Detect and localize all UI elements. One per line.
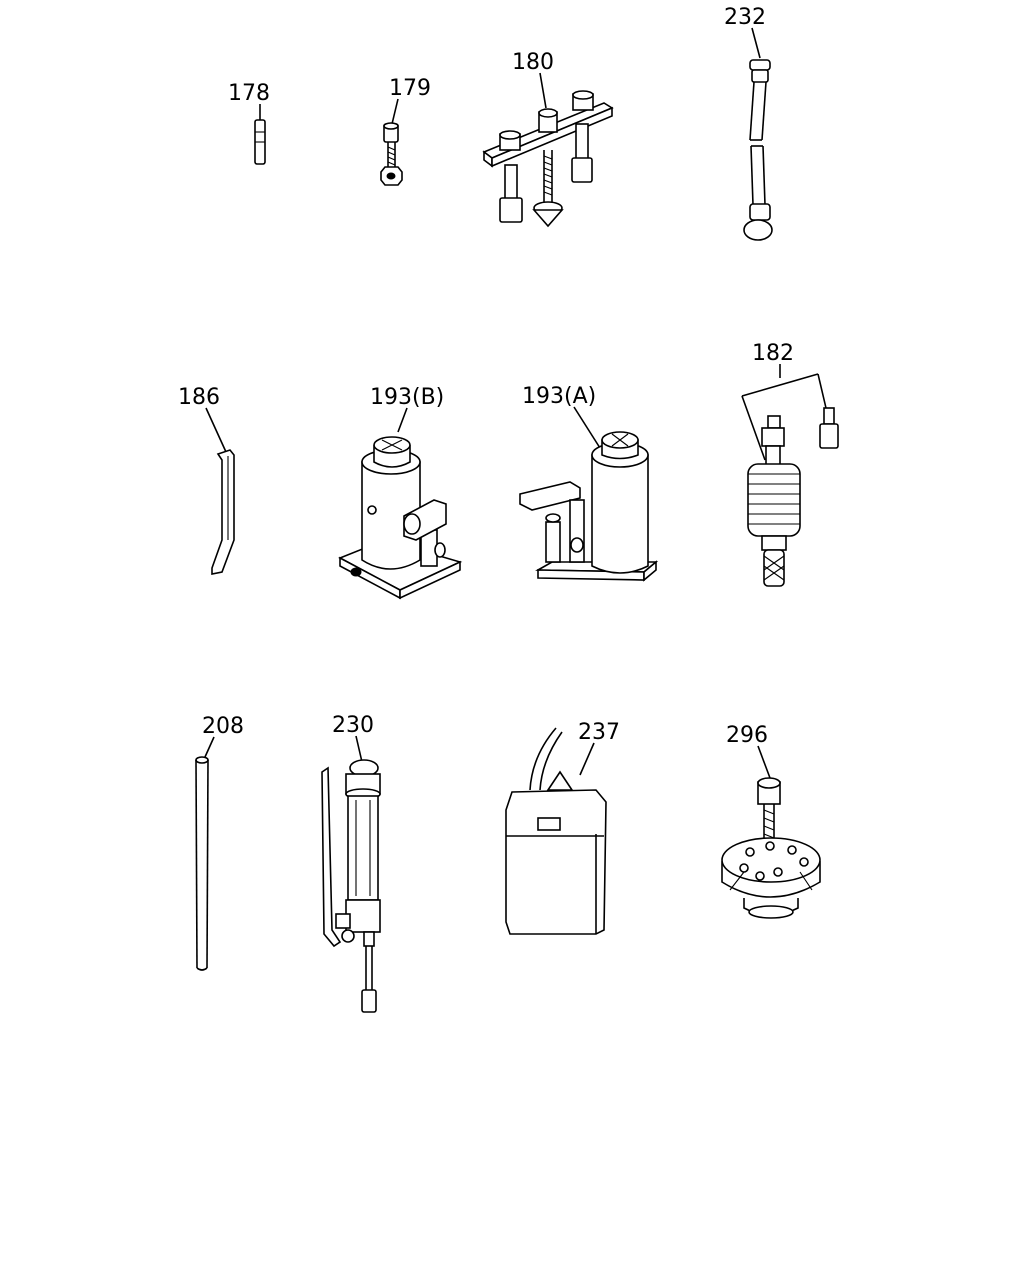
part-179-bolt: 179 bbox=[380, 76, 431, 186]
label-296: 296 bbox=[726, 723, 768, 748]
part-182-tool: 182 bbox=[741, 341, 839, 587]
part-230-grease-gun: 230 bbox=[321, 713, 381, 1013]
part-193b-jack: 193(B) bbox=[338, 385, 463, 600]
part-232-hose: 232 bbox=[724, 5, 773, 241]
part-186-tool: 186 bbox=[178, 385, 235, 575]
label-230: 230 bbox=[332, 713, 374, 738]
label-237: 237 bbox=[578, 720, 620, 745]
part-208-rod: 208 bbox=[195, 714, 244, 971]
part-296-puller: 296 bbox=[721, 723, 821, 919]
part-178-pin: 178 bbox=[228, 81, 270, 165]
part-237-box: 237 bbox=[505, 720, 620, 935]
label-193a: 193(A) bbox=[522, 384, 596, 409]
part-193a-jack: 193(A) bbox=[519, 384, 659, 582]
label-193b: 193(B) bbox=[370, 385, 444, 410]
label-186: 186 bbox=[178, 385, 220, 410]
label-178: 178 bbox=[228, 81, 270, 106]
label-182: 182 bbox=[752, 341, 794, 366]
part-180-puller: 180 bbox=[482, 50, 614, 228]
label-208: 208 bbox=[202, 714, 244, 739]
label-232: 232 bbox=[724, 5, 766, 30]
label-179: 179 bbox=[389, 76, 431, 101]
label-180: 180 bbox=[512, 50, 554, 75]
